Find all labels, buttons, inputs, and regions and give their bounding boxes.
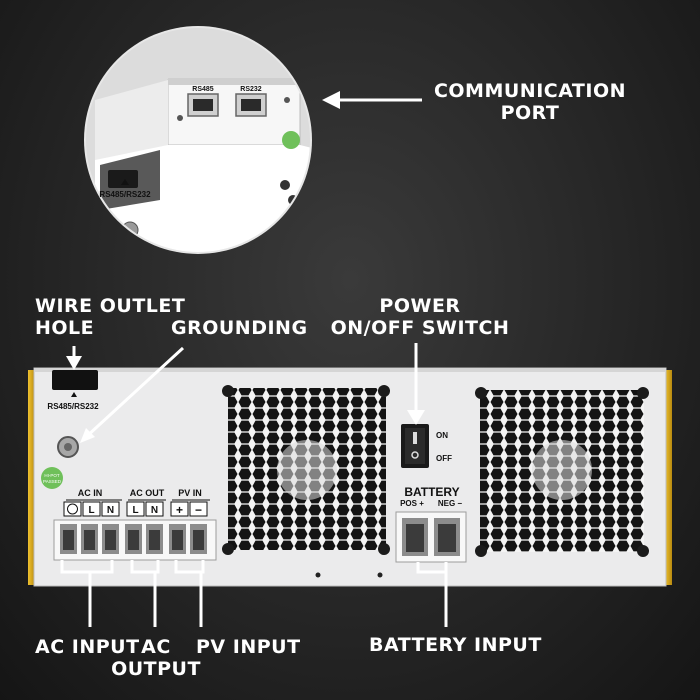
communication-port-label: COMMUNICATION PORT [432, 80, 628, 124]
grounding-label: GROUNDING [171, 317, 308, 339]
arrow-diagonal-icon [80, 428, 95, 443]
battery-pos-label: POS + [400, 499, 424, 508]
arrow-left-icon [322, 91, 340, 109]
wire-outlet-hole-label: WIRE OUTLET HOLE [35, 295, 185, 339]
battery-title: BATTERY [404, 485, 459, 499]
pv-input-label: PV INPUT [196, 636, 301, 658]
ac-in-l-label: L [88, 505, 94, 516]
hi-pot-text-1: HI-POT [44, 473, 60, 478]
rs232-port-label: RS232 [240, 86, 262, 93]
wire-outlet-line1: WIRE OUTLET [35, 295, 186, 317]
arrow-down-icon [66, 356, 82, 370]
ac-out-n-label: N [151, 505, 158, 516]
pv-in-terminal-label: PV IN [178, 488, 202, 498]
switch-off-label: OFF [436, 454, 452, 463]
rs485-port-label: RS485 [192, 86, 214, 93]
hi-pot-text-2: PASSED [43, 479, 62, 484]
ac-out-l-label: L [132, 505, 138, 516]
ac-output-line2: OUTPUT [111, 658, 201, 680]
ac-in-n-label: N [107, 505, 114, 516]
ac-in-terminal-label: AC IN [78, 488, 103, 498]
callout-arrowheads [66, 91, 425, 443]
ac-output-line1: AC [141, 636, 171, 658]
pv-plus-label: + [176, 503, 183, 517]
callout-lines [60, 98, 448, 627]
power-switch-label: POWER ON/OFF SWITCH [320, 295, 520, 339]
power-switch-line2: ON/OFF SWITCH [330, 317, 510, 339]
communication-port-line2: PORT [500, 102, 560, 124]
ac-out-terminal-label: AC OUT [130, 488, 165, 498]
pv-minus-label: − [195, 503, 202, 517]
switch-on-label: ON [436, 431, 448, 440]
ac-input-label: AC INPUT [35, 636, 140, 658]
hi-pot-sticker [41, 467, 63, 489]
terminal-block [53, 519, 217, 561]
grounding-screw [57, 436, 79, 458]
arrow-down-icon [407, 410, 425, 425]
terminal-symbols [63, 501, 208, 517]
fan-grille-right [475, 387, 649, 557]
fan-grille-left [222, 385, 390, 555]
ac-output-label: AC OUTPUT [108, 636, 204, 680]
wire-outlet-line2: HOLE [35, 317, 95, 339]
battery-neg-label: NEG − [438, 499, 463, 508]
comm-port-closeup: RS485 RS232 RS485/RS232 [84, 26, 312, 254]
rs485-rs232-closeup-label: RS485/RS232 [99, 190, 151, 199]
battery-terminal-block [395, 511, 467, 563]
power-switch[interactable] [401, 424, 429, 468]
power-switch-line1: POWER [379, 295, 461, 317]
communication-port-line1: COMMUNICATION [433, 80, 627, 102]
wire-outlet-hole [52, 370, 98, 390]
rs485-rs232-panel-label: RS485/RS232 [47, 402, 99, 411]
inverter-body: RS485/RS232 HI-POT PASSED AC IN AC OUT P… [28, 367, 672, 587]
battery-input-label: BATTERY INPUT [369, 634, 542, 656]
